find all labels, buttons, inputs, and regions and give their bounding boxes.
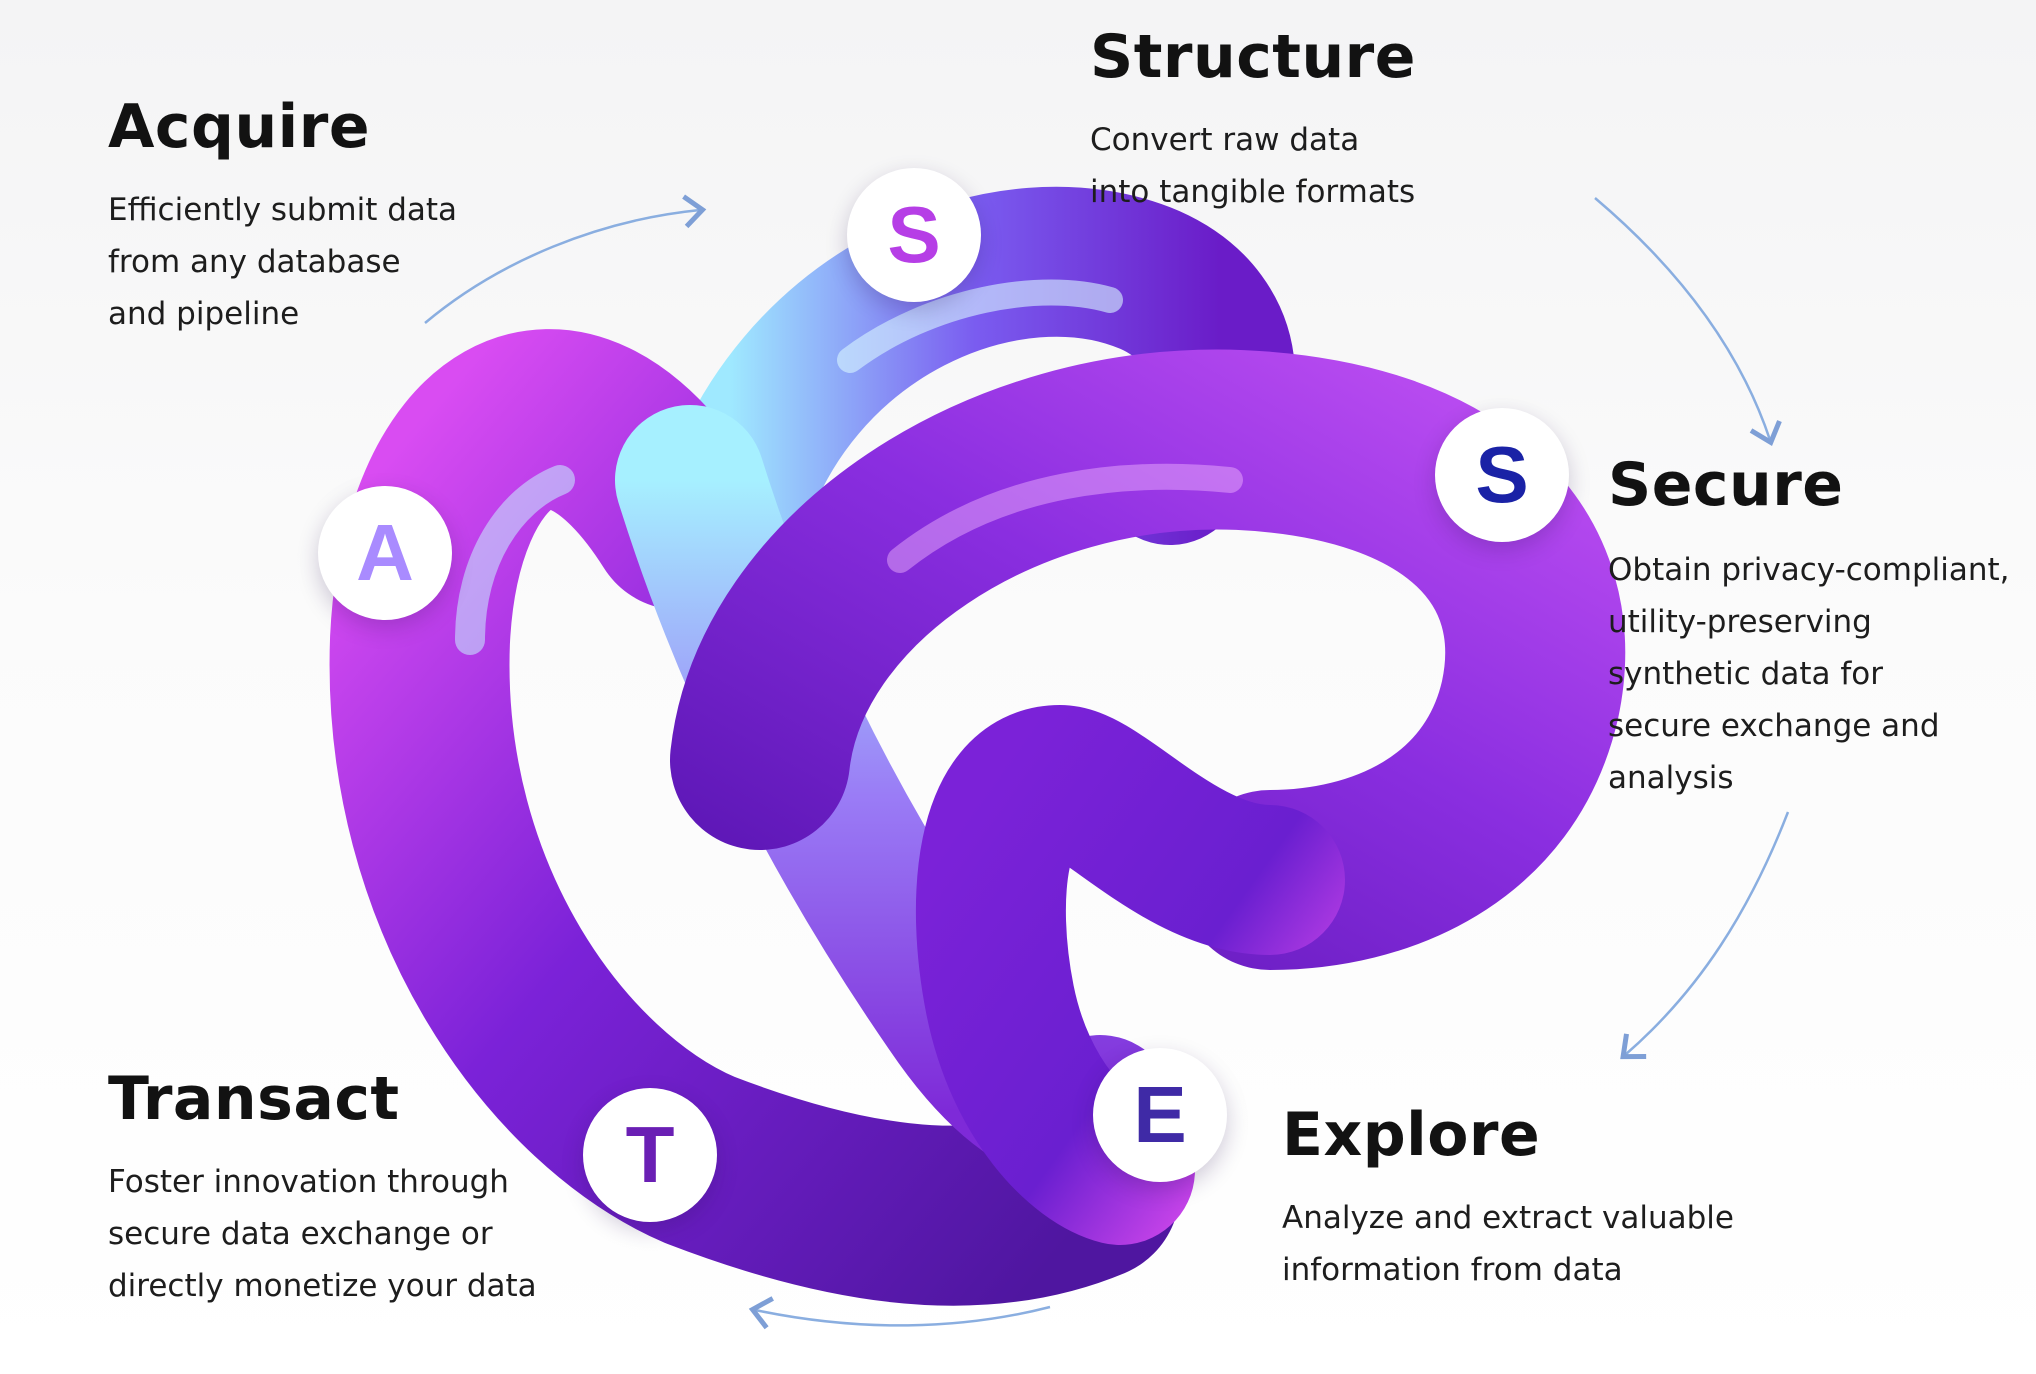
desc-line: Analyze and extract valuable xyxy=(1282,1200,1734,1236)
desc-line: analysis xyxy=(1608,760,1734,796)
stage-title-transact: Transact xyxy=(108,1064,400,1134)
stage-desc-secure: Obtain privacy-compliant, utility-preser… xyxy=(1608,544,2010,804)
knot-highlight-arch xyxy=(887,463,1243,573)
badge-explore: E xyxy=(1093,1048,1227,1182)
knot-bottom-sweep xyxy=(915,704,1345,1245)
badge-acquire: A xyxy=(318,486,452,620)
desc-line: synthetic data for xyxy=(1608,656,1883,692)
desc-line: directly monetize your data xyxy=(108,1268,537,1304)
stage-desc-explore: Analyze and extract valuable information… xyxy=(1282,1192,1734,1296)
stage-title-structure: Structure xyxy=(1090,22,1416,92)
desc-line: into tangible formats xyxy=(1090,174,1416,210)
desc-line: and pipeline xyxy=(108,296,300,332)
desc-line: Obtain privacy-compliant, xyxy=(1608,552,2010,588)
desc-line: from any database xyxy=(108,244,401,280)
desc-line: Foster innovation through xyxy=(108,1164,509,1200)
stage-title-acquire: Acquire xyxy=(108,92,371,162)
stage-desc-acquire: Efficiently submit data from any databas… xyxy=(108,184,457,340)
desc-line: Efficiently submit data xyxy=(108,192,458,228)
stage-desc-transact: Foster innovation through secure data ex… xyxy=(108,1156,537,1312)
desc-line: secure exchange and xyxy=(1608,708,1940,744)
knot-highlight-top xyxy=(837,279,1123,373)
badge-letter: T xyxy=(625,1110,675,1199)
stage-desc-structure: Convert raw data into tangible formats xyxy=(1090,114,1415,218)
desc-line: information from data xyxy=(1282,1252,1623,1288)
knot-right-arch xyxy=(670,349,1626,970)
stage-title-secure: Secure xyxy=(1608,450,1844,520)
badge-structure: S xyxy=(847,168,981,302)
badge-letter: S xyxy=(887,190,941,279)
badge-transact: T xyxy=(583,1088,717,1222)
knot-left-loop xyxy=(329,329,1180,1306)
desc-line: secure data exchange or xyxy=(108,1216,493,1252)
knot-highlight-left xyxy=(455,465,575,655)
badge-secure: S xyxy=(1435,408,1569,542)
desc-line: utility-preserving xyxy=(1608,604,1872,640)
badge-letter: A xyxy=(356,508,414,597)
desc-line: Convert raw data xyxy=(1090,122,1360,158)
badge-letter: E xyxy=(1133,1070,1187,1159)
badge-letter: S xyxy=(1475,430,1529,519)
stage-title-explore: Explore xyxy=(1282,1100,1541,1170)
